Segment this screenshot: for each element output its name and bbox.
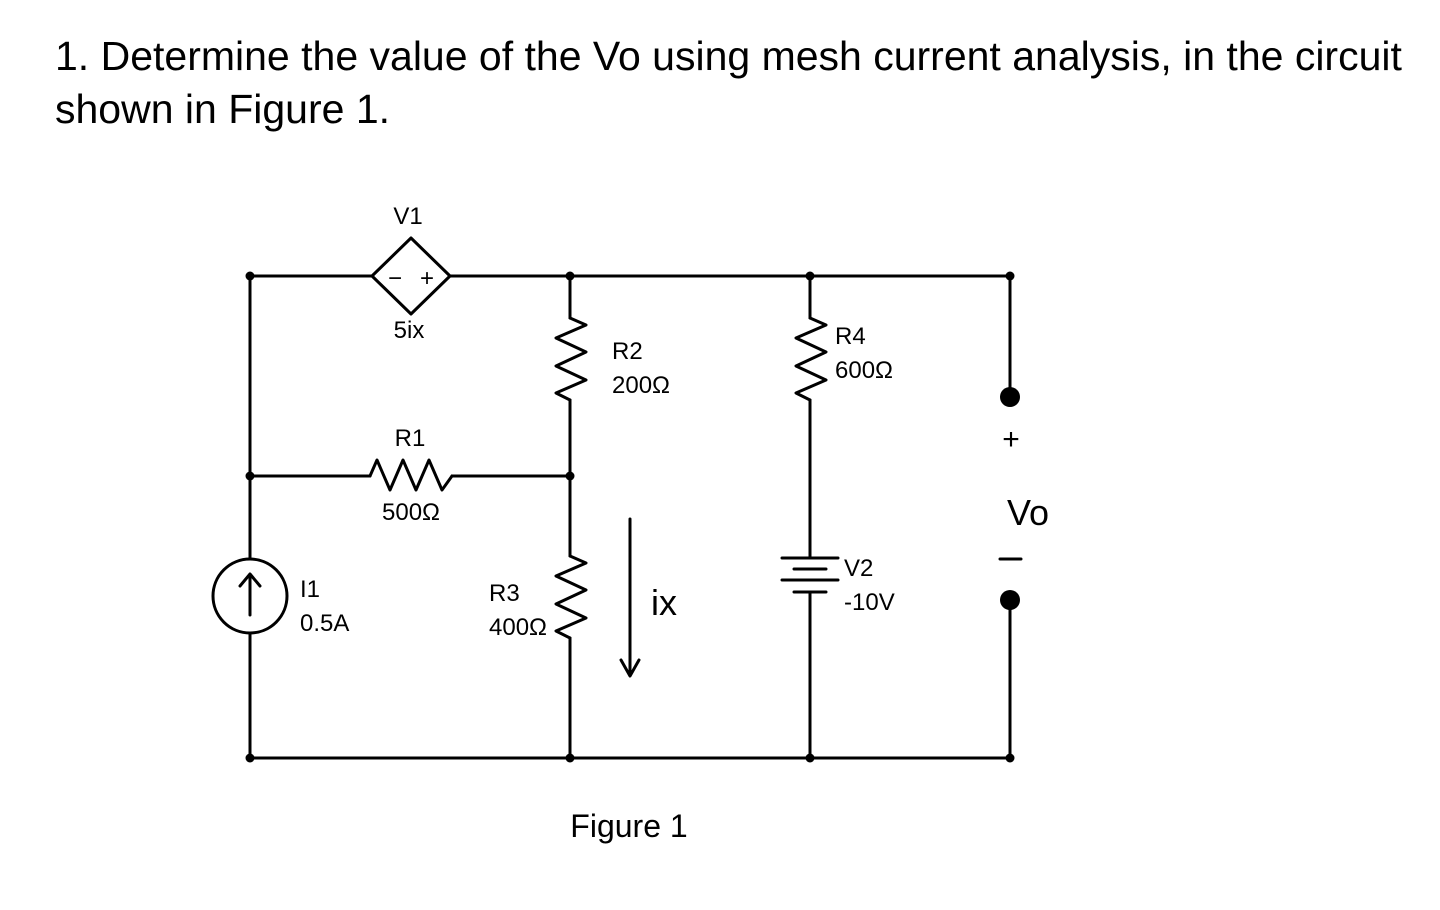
node-dot — [805, 271, 815, 281]
current-source-symbol — [211, 557, 289, 635]
node-dot — [1005, 753, 1015, 763]
v2-value-label: -10V — [844, 589, 895, 616]
r2-resistor-symbol — [554, 316, 588, 402]
vo-terminal-plus — [1000, 387, 1020, 407]
node-dot — [245, 471, 255, 481]
node-dot — [245, 271, 255, 281]
r2-name-label: R2 — [612, 338, 643, 365]
node-dot — [245, 753, 255, 763]
r4-value-label: 600Ω — [835, 357, 893, 384]
vo-label: Vo — [1007, 492, 1049, 533]
question-body: Determine the value of the Vo using mesh… — [55, 33, 1402, 132]
r1-resistor-symbol — [368, 458, 454, 492]
v1-value-label: 5ix — [394, 317, 425, 344]
question-number: 1. — [55, 33, 90, 79]
r4-resistor-symbol — [794, 316, 828, 402]
dependent-source-symbol — [370, 236, 452, 316]
vo-terminal-minus — [1000, 590, 1020, 610]
node-dot — [1005, 271, 1015, 281]
i1-value-label: 0.5A — [300, 610, 349, 637]
r3-value-label: 400Ω — [489, 614, 547, 641]
current-source-arrow-head — [238, 572, 262, 588]
node-dot — [805, 753, 815, 763]
i1-name-label: I1 — [300, 576, 320, 603]
v1-plus-sign: + — [420, 265, 434, 292]
ix-arrow-head — [619, 658, 641, 678]
ix-current-label: ix — [651, 582, 677, 623]
r1-value-label: 500Ω — [382, 499, 440, 526]
r4-name-label: R4 — [835, 323, 866, 350]
question-text: 1. Determine the value of the Vo using m… — [55, 30, 1435, 136]
node-dot — [565, 471, 575, 481]
figure-caption: Figure 1 — [570, 808, 687, 844]
r3-name-label: R3 — [489, 580, 520, 607]
v1-minus-sign: − — [388, 265, 402, 292]
v2-name-label: V2 — [844, 555, 873, 582]
vo-plus-sign: + — [1002, 423, 1020, 456]
r2-value-label: 200Ω — [612, 372, 670, 399]
r3-resistor-symbol — [554, 554, 588, 640]
r1-name-label: R1 — [395, 425, 426, 452]
node-dot — [565, 753, 575, 763]
v1-name-label: V1 — [393, 203, 422, 230]
node-dot — [565, 271, 575, 281]
